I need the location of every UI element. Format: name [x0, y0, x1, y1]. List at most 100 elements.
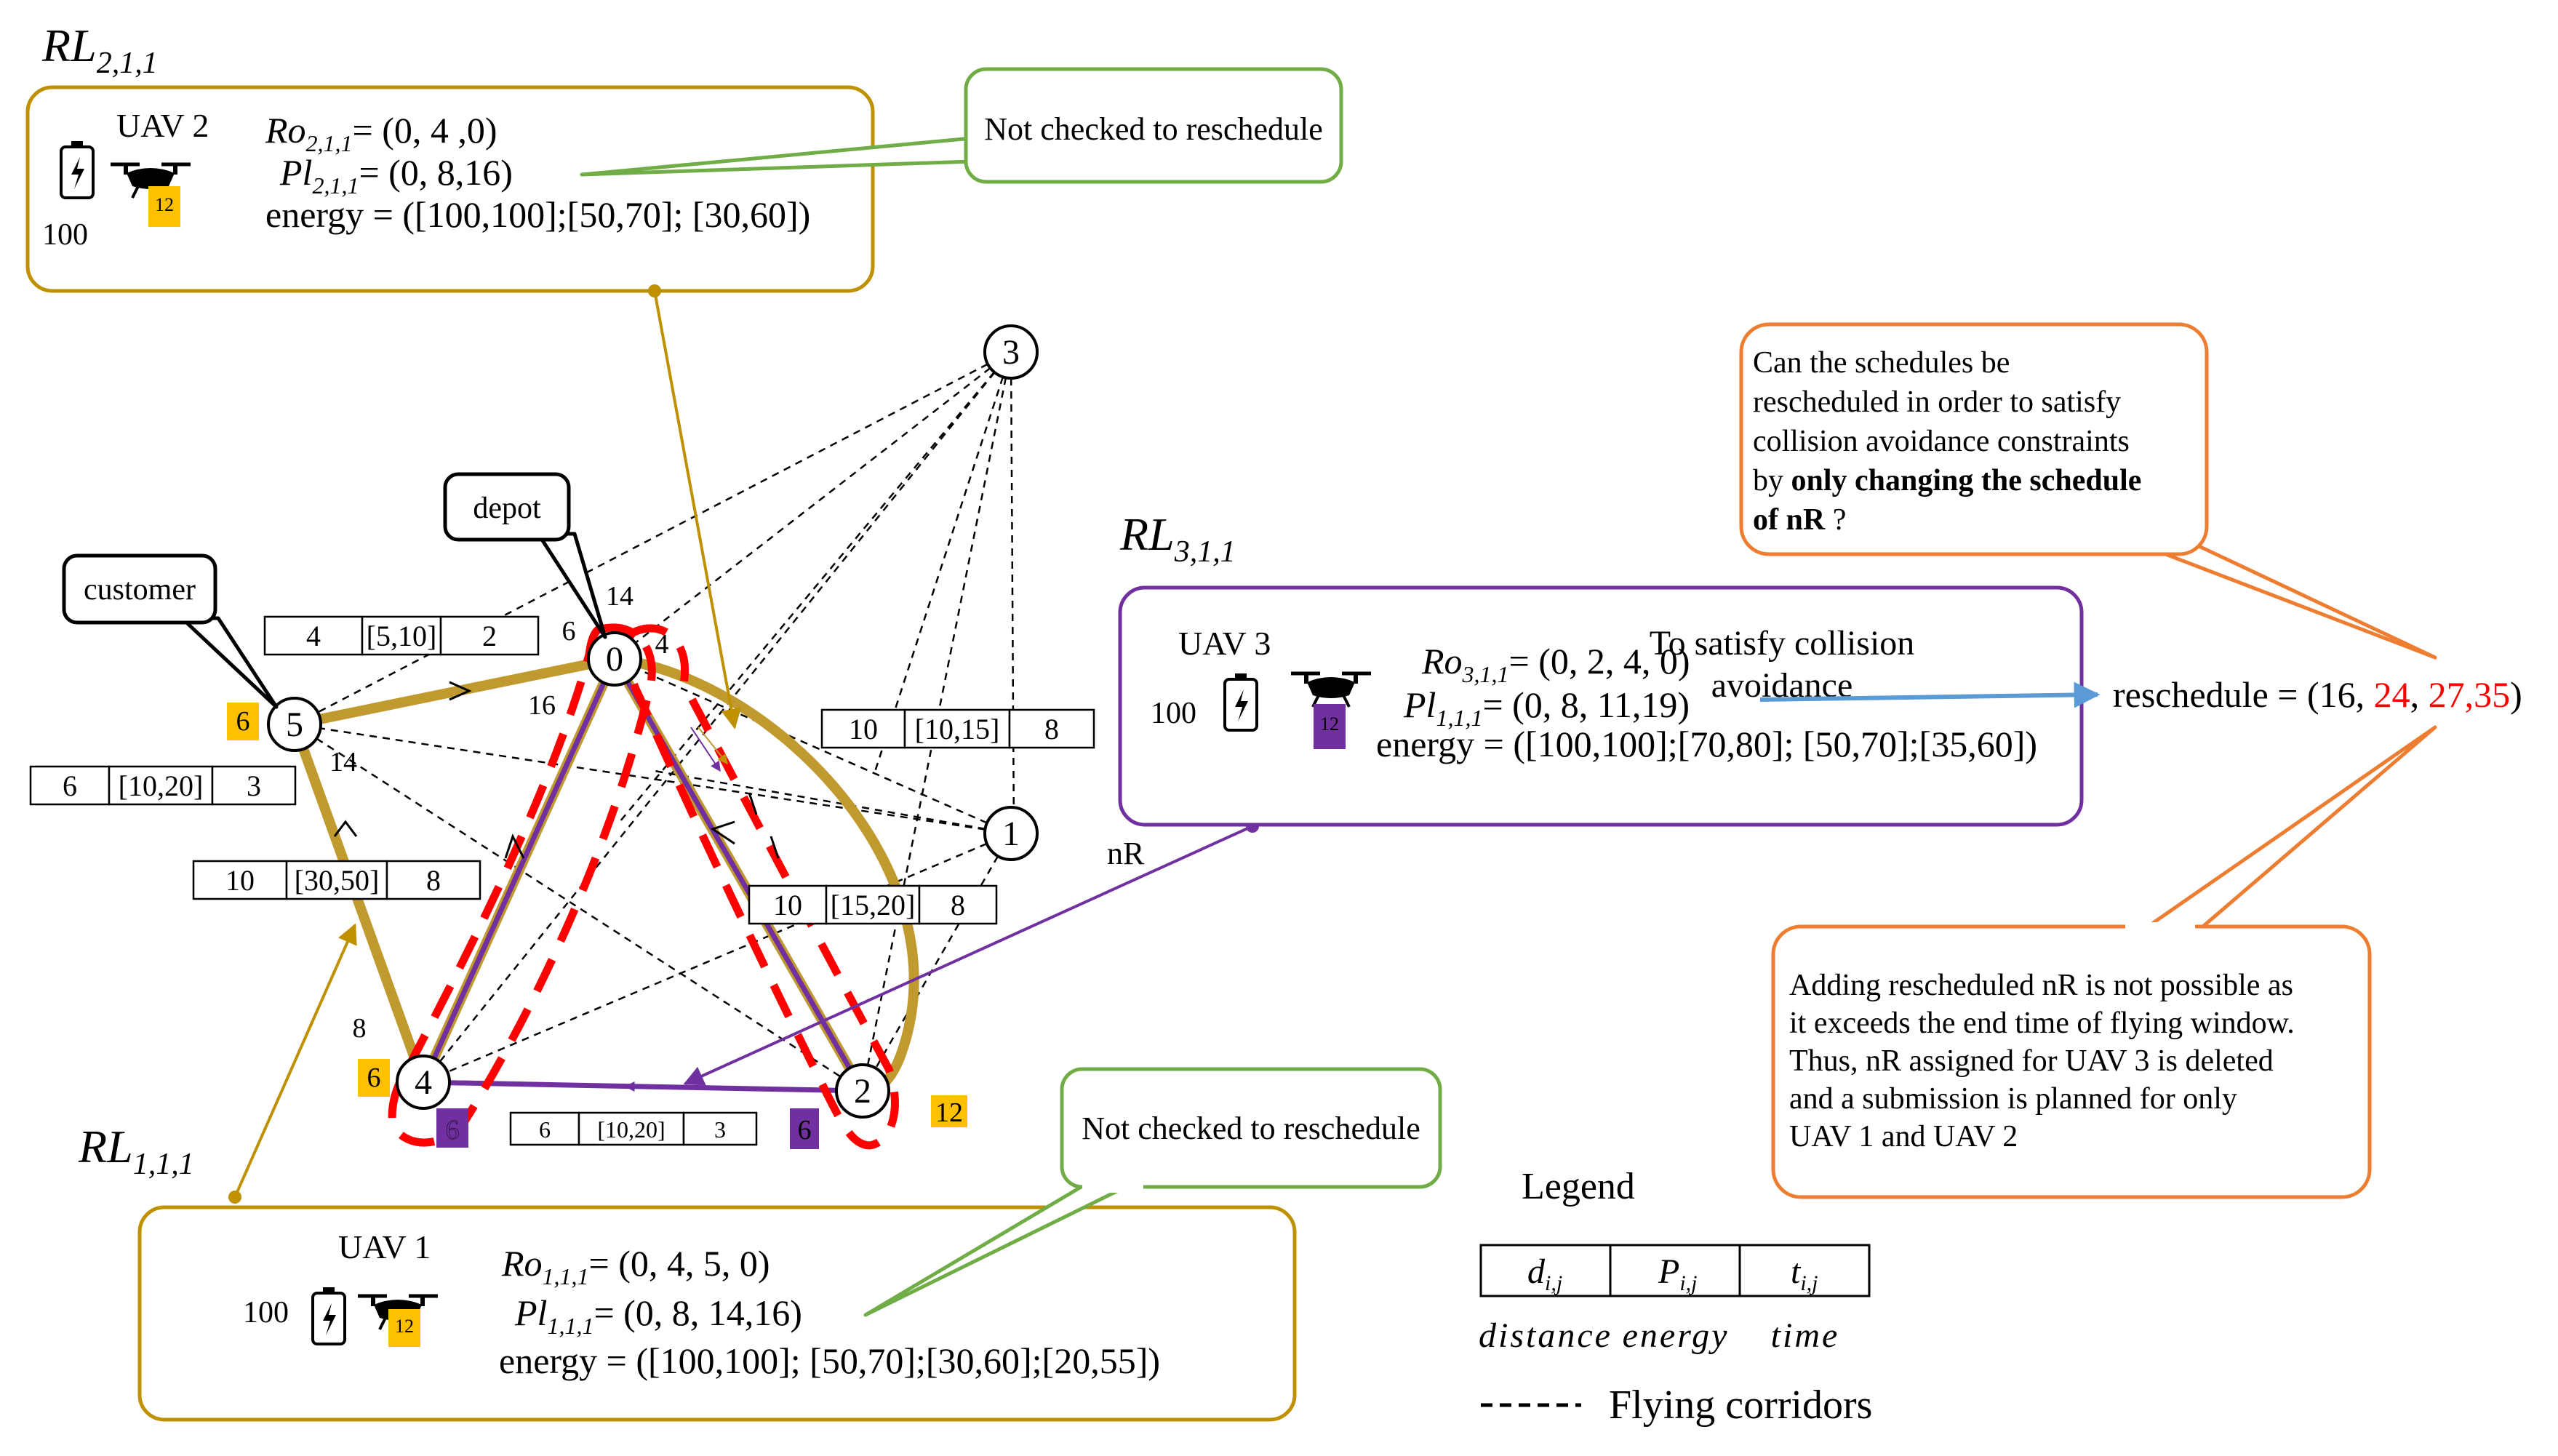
connector-uav3: [683, 820, 1259, 1086]
uav3-pl: Pl1,1,1= (0, 8, 11,19): [1403, 684, 1690, 731]
graph: 0 1 2 3 4 5 14 4 16 14 8 6 6 6 12 6 6 4 …: [29, 324, 1095, 1150]
not-checked-text-bottom: Not checked to reschedule: [1082, 1111, 1420, 1146]
edge-number-14-left: 14: [329, 747, 357, 777]
node-3: 3: [983, 324, 1039, 380]
svg-text:[30,50]: [30,50]: [295, 864, 380, 897]
edge-table-1: 6 [10,20] 3: [29, 765, 297, 806]
edge-number-16: 16: [528, 690, 556, 721]
legend-title: Legend: [1522, 1166, 1635, 1207]
demand-node-5: 6: [227, 703, 259, 740]
edge-table-2: 10 [30,50] 8: [192, 860, 481, 900]
pickup-node-2: 6: [790, 1108, 819, 1149]
route-arrow-gold: [698, 727, 728, 765]
customer-callout: customer: [62, 553, 279, 709]
svg-text:2: 2: [854, 1072, 871, 1111]
legend-caption-distance: distance: [1479, 1316, 1612, 1355]
rl-2-label: RL2,1,1: [41, 20, 158, 80]
edge-table-3: 10 [10,15] 8: [820, 708, 1095, 749]
edge-table-5: 6 [10,20] 3: [509, 1111, 758, 1146]
legend-corridor-label: Flying corridors: [1609, 1383, 1872, 1428]
svg-text:6: 6: [236, 706, 250, 737]
uav2-package-label: 12: [155, 194, 174, 215]
svg-text:6: 6: [446, 1115, 460, 1145]
svg-text:5: 5: [286, 705, 303, 744]
svg-text:8: 8: [426, 864, 441, 897]
uav1-ro: Ro1,1,1= (0, 4, 5, 0): [501, 1243, 770, 1289]
depot-label: depot: [473, 492, 541, 525]
svg-text:12: 12: [935, 1097, 963, 1128]
svg-text:6: 6: [539, 1116, 551, 1143]
question-line-3: collision avoidance constraints: [1753, 425, 2130, 458]
svg-text:[10,20]: [10,20]: [119, 769, 204, 802]
edge-number-4: 4: [655, 629, 669, 660]
uav3-ro: Ro3,1,1= (0, 2, 4, 0): [1421, 641, 1690, 687]
node-4: 4: [396, 1055, 451, 1110]
uav1-energy: energy = ([100,100]; [50,70];[30,60];[20…: [499, 1340, 1160, 1381]
svg-text:6: 6: [63, 769, 77, 802]
svg-text:4: 4: [306, 620, 321, 652]
legend-cell-time: ti,j: [1791, 1252, 1818, 1295]
package-icon: [1314, 704, 1346, 749]
legend: Legend di,j Pi,j ti,j distance energy ti…: [1479, 1166, 1872, 1428]
svg-text:3: 3: [247, 769, 261, 802]
route-arrow-purple: [690, 727, 721, 772]
uav1-name: UAV 1: [338, 1228, 431, 1265]
not-checked-text-top: Not checked to reschedule: [984, 111, 1322, 147]
legend-caption-energy: energy: [1623, 1316, 1730, 1355]
result-line-4: and a submission is planned for only: [1789, 1082, 2237, 1116]
svg-text:3: 3: [714, 1116, 726, 1143]
legend-caption-time: time: [1771, 1316, 1840, 1355]
uav2-route-box: UAV 2 100 12 Ro2,1,1= (0, 4 ,0) Pl2,1,1=…: [25, 85, 875, 293]
svg-text:[5,10]: [5,10]: [367, 620, 437, 652]
question-line-1: Can the schedules be: [1753, 346, 2010, 380]
svg-text:3: 3: [1002, 333, 1020, 372]
package-icon: [148, 186, 180, 227]
edge-number-14-top: 14: [606, 581, 633, 612]
svg-text:1: 1: [1002, 815, 1020, 853]
edge-table-0: 4 [5,10] 2: [263, 615, 540, 656]
svg-text:10: 10: [225, 864, 255, 897]
uav2-pl: Pl2,1,1= (0, 8,16): [279, 152, 513, 199]
uav2-name: UAV 2: [116, 107, 209, 144]
result-line-5: UAV 1 and UAV 2: [1789, 1120, 2018, 1153]
collision-zones: [388, 623, 899, 1150]
satisfy-text-line1: To satisfy collision: [1650, 624, 1915, 663]
uav2-ro: Ro2,1,1= (0, 4 ,0): [265, 110, 497, 156]
svg-text:0: 0: [606, 640, 623, 679]
battery-icon: [311, 1286, 346, 1345]
svg-text:[10,15]: [10,15]: [915, 713, 1000, 745]
result-callout: Adding rescheduled nR is not possible as…: [1771, 725, 2437, 1199]
uav3-route-box: UAV 3 100 12 Ro3,1,1= (0, 2, 4, 0) Pl1,1…: [1118, 585, 2084, 827]
battery-icon: [60, 140, 95, 199]
svg-text:[15,20]: [15,20]: [831, 889, 916, 921]
svg-text:4: 4: [415, 1063, 432, 1102]
node-0: 0: [587, 631, 642, 687]
pickup-node-4: 6: [436, 1108, 468, 1148]
svg-text:6: 6: [798, 1115, 812, 1145]
uav1-battery-level: 100: [243, 1296, 289, 1329]
legend-cell-distance: di,j: [1527, 1252, 1562, 1295]
svg-text:2: 2: [482, 620, 497, 652]
demand-node-2: 12: [931, 1095, 967, 1128]
demand-node-4: 6: [358, 1059, 390, 1097]
uav2-battery-level: 100: [42, 218, 88, 252]
question-line-5: of nR ?: [1753, 503, 1846, 537]
edge-number-6: 6: [562, 616, 576, 647]
question-callout: Can the schedules be rescheduled in orde…: [1739, 322, 2437, 660]
reschedule-arrow: [1759, 681, 2101, 708]
edge-table-4: 10 [15,20] 8: [748, 884, 998, 925]
route-direction-marks: [333, 681, 780, 859]
connector-uav2: [648, 284, 742, 729]
rl-3-label: RL3,1,1: [1119, 508, 1236, 569]
result-line-1: Adding rescheduled nR is not possible as: [1789, 969, 2293, 1002]
connector-uav1: [228, 923, 357, 1204]
node-2: 2: [835, 1063, 890, 1119]
customer-label: customer: [84, 573, 196, 607]
svg-text:10: 10: [849, 713, 878, 745]
uav3-package-label: 12: [1320, 713, 1339, 735]
result-line-3: Thus, nR assigned for UAV 3 is deleted: [1789, 1044, 2274, 1078]
depot-callout: depot: [443, 472, 607, 639]
legend-cell-energy: Pi,j: [1658, 1252, 1698, 1295]
